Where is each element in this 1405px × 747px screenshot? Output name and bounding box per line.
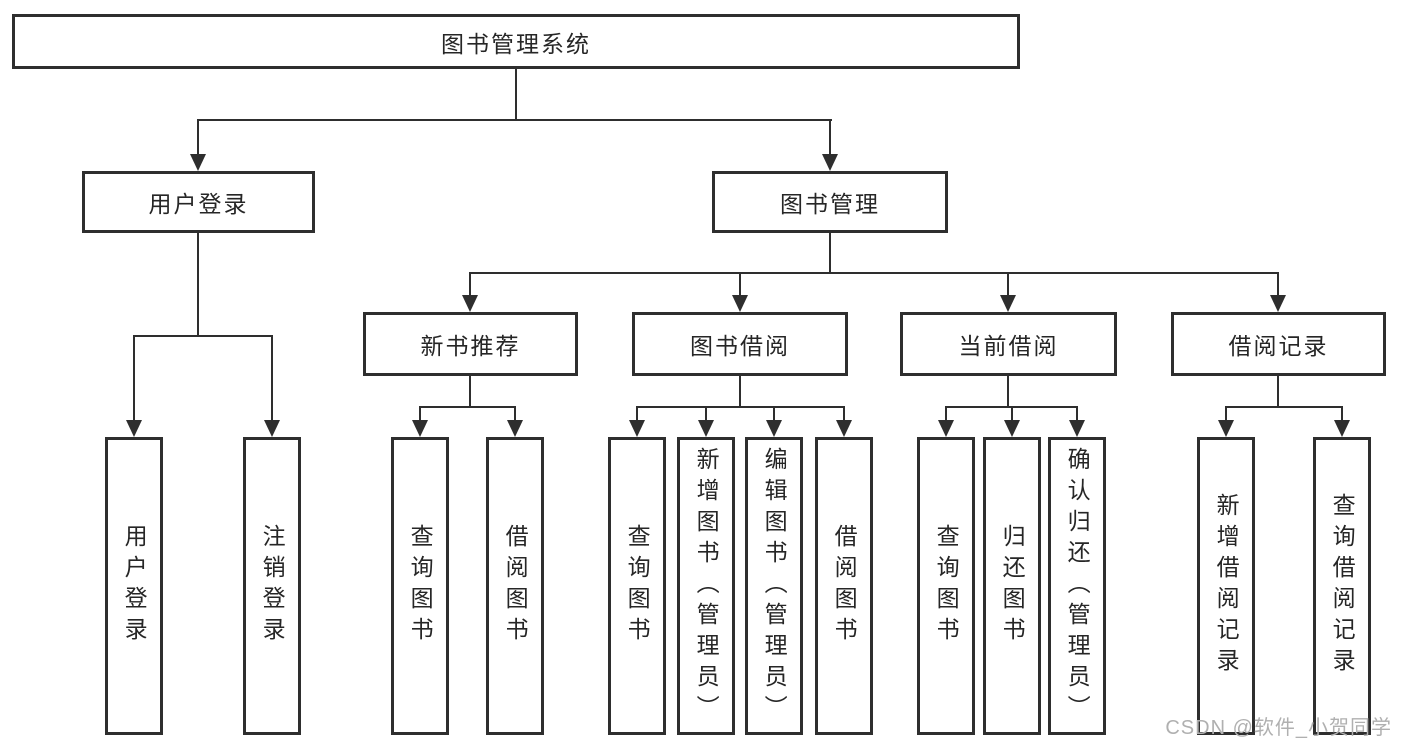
node-user-login: 用户登录 — [82, 171, 315, 233]
leaf-return-books: 归还图书 — [983, 437, 1041, 735]
h-line — [419, 406, 516, 408]
leaf-confirm-return-admin-label: 确认归还（管理员） — [1064, 446, 1091, 726]
arrowhead-down-icon — [1004, 420, 1020, 437]
leaf-add-borrow-record-label: 新增借阅记录 — [1213, 493, 1240, 679]
arrowhead-down-icon — [836, 420, 852, 437]
v-line — [1076, 406, 1078, 424]
v-line — [515, 68, 517, 120]
v-line — [1341, 406, 1343, 424]
h-line — [1225, 406, 1343, 408]
v-line — [1007, 376, 1009, 407]
leaf-query-books-recommend: 查询图书 — [391, 437, 449, 735]
leaf-borrow-books-recommend: 借阅图书 — [486, 437, 544, 735]
arrowhead-down-icon — [462, 295, 478, 312]
node-book-management: 图书管理 — [712, 171, 948, 233]
leaf-user-login: 用户登录 — [105, 437, 163, 735]
arrowhead-down-icon — [938, 420, 954, 437]
node-book-borrowing: 图书借阅 — [632, 312, 848, 376]
h-line — [636, 406, 845, 408]
arrowhead-down-icon — [698, 420, 714, 437]
leaf-logout-label: 注销登录 — [259, 524, 286, 648]
leaf-add-books-admin: 新增图书（管理员） — [677, 437, 735, 735]
leaf-borrow-books-borrowing: 借阅图书 — [815, 437, 873, 735]
node-book-borrowing-label: 图书借阅 — [690, 333, 790, 359]
node-current-borrowing-label: 当前借阅 — [958, 333, 1059, 359]
arrowhead-down-icon — [629, 420, 645, 437]
arrowhead-down-icon — [822, 154, 838, 171]
h-line — [197, 119, 832, 121]
leaf-query-books-recommend-label: 查询图书 — [407, 524, 434, 648]
leaf-query-books-borrowing: 查询图书 — [608, 437, 666, 735]
leaf-return-books-label: 归还图书 — [999, 524, 1026, 648]
node-borrow-records: 借阅记录 — [1171, 312, 1386, 376]
v-line — [705, 406, 707, 424]
arrowhead-down-icon — [507, 420, 523, 437]
leaf-borrow-books-borrowing-label: 借阅图书 — [831, 524, 858, 648]
v-line — [133, 335, 135, 425]
arrowhead-down-icon — [126, 420, 142, 437]
v-line — [469, 376, 471, 407]
arrowhead-down-icon — [1000, 295, 1016, 312]
leaf-user-login-label: 用户登录 — [121, 524, 148, 648]
v-line — [945, 406, 947, 424]
leaf-query-borrow-record-label: 查询借阅记录 — [1329, 493, 1356, 679]
arrowhead-down-icon — [190, 154, 206, 171]
node-current-borrowing: 当前借阅 — [900, 312, 1117, 376]
node-new-book-recommend-label: 新书推荐 — [420, 333, 521, 359]
h-line — [133, 335, 273, 337]
v-line — [197, 233, 199, 336]
leaf-add-borrow-record: 新增借阅记录 — [1197, 437, 1255, 735]
leaf-edit-books-admin: 编辑图书（管理员） — [745, 437, 803, 735]
leaf-query-books-current-label: 查询图书 — [933, 524, 960, 648]
v-line — [829, 119, 831, 159]
arrowhead-down-icon — [264, 420, 280, 437]
v-line — [419, 406, 421, 424]
arrowhead-down-icon — [732, 295, 748, 312]
v-line — [271, 335, 273, 425]
node-root-label: 图书管理系统 — [441, 30, 591, 57]
leaf-logout: 注销登录 — [243, 437, 301, 735]
node-root: 图书管理系统 — [12, 14, 1020, 69]
arrowhead-down-icon — [1270, 295, 1286, 312]
leaf-confirm-return-admin: 确认归还（管理员） — [1048, 437, 1106, 735]
leaf-query-books-current: 查询图书 — [917, 437, 975, 735]
leaf-query-borrow-record: 查询借阅记录 — [1313, 437, 1371, 735]
arrowhead-down-icon — [766, 420, 782, 437]
node-book-management-label: 图书管理 — [780, 191, 880, 217]
node-borrow-records-label: 借阅记录 — [1228, 333, 1329, 359]
node-new-book-recommend: 新书推荐 — [363, 312, 578, 376]
v-line — [1011, 406, 1013, 424]
v-line — [773, 406, 775, 424]
v-line — [829, 233, 831, 273]
v-line — [739, 272, 741, 299]
v-line — [197, 119, 199, 159]
leaf-edit-books-admin-label: 编辑图书（管理员） — [761, 446, 788, 726]
v-line — [514, 406, 516, 424]
v-line — [843, 406, 845, 424]
v-line — [1007, 272, 1009, 299]
v-line — [739, 376, 741, 407]
v-line — [1277, 272, 1279, 299]
arrowhead-down-icon — [412, 420, 428, 437]
leaf-query-books-borrowing-label: 查询图书 — [624, 524, 651, 648]
v-line — [636, 406, 638, 424]
arrowhead-down-icon — [1334, 420, 1350, 437]
arrowhead-down-icon — [1218, 420, 1234, 437]
leaf-borrow-books-recommend-label: 借阅图书 — [502, 524, 529, 648]
v-line — [1277, 376, 1279, 407]
h-line — [469, 272, 1279, 274]
leaf-add-books-admin-label: 新增图书（管理员） — [693, 446, 720, 726]
arrowhead-down-icon — [1069, 420, 1085, 437]
node-user-login-label: 用户登录 — [148, 191, 249, 217]
v-line — [1225, 406, 1227, 424]
v-line — [469, 272, 471, 299]
csdn-watermark: CSDN @软件_小贺同学 — [1165, 717, 1392, 739]
